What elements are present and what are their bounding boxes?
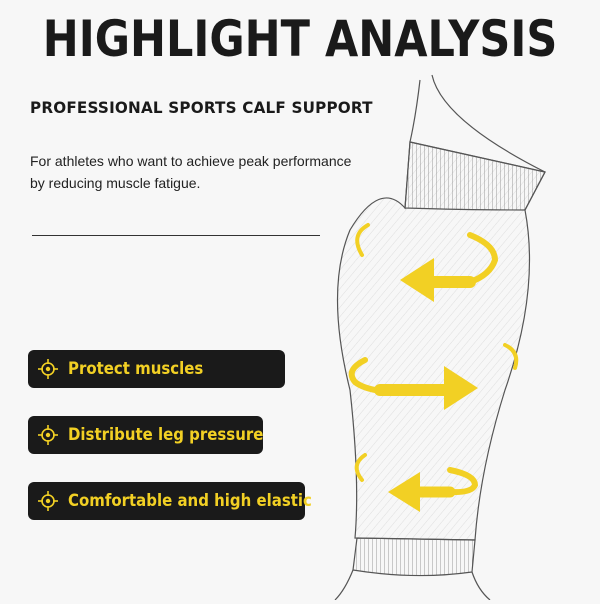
sleeve-top-band [404, 141, 546, 211]
feature-label: Protect muscles [68, 359, 204, 379]
description-line-2: by reducing muscle fatigue. [30, 175, 201, 191]
leg-outline-top [409, 79, 421, 143]
target-icon [38, 491, 58, 511]
calf-sleeve-illustration [320, 60, 600, 601]
leg-outline-ankle-left [334, 569, 354, 601]
product-description: For athletes who want to achieve peak pe… [30, 150, 390, 194]
leg-outline-ankle-right [471, 571, 491, 601]
product-subtitle: PROFESSIONAL SPORTS CALF SUPPORT [30, 98, 373, 117]
divider [32, 235, 320, 236]
sleeve-body [336, 141, 546, 541]
compression-arrow-icon [348, 343, 519, 410]
feature-badge-protect-muscles: Protect muscles [28, 350, 285, 388]
compression-arrow-icon [355, 223, 499, 302]
compression-arrow-icon [354, 453, 479, 512]
leg-outline-top-right [431, 74, 546, 173]
feature-label: Comfortable and high elastic [68, 491, 312, 511]
sleeve-bottom-band [352, 537, 476, 577]
feature-label: Distribute leg pressure [68, 425, 264, 445]
description-line-1: For athletes who want to achieve peak pe… [30, 153, 352, 169]
target-icon [38, 425, 58, 445]
page-title: HIGHLIGHT ANALYSIS [42, 10, 558, 68]
target-icon [38, 359, 58, 379]
feature-badge-comfortable-elastic: Comfortable and high elastic [28, 482, 312, 520]
feature-badge-distribute-pressure: Distribute leg pressure [28, 416, 263, 454]
